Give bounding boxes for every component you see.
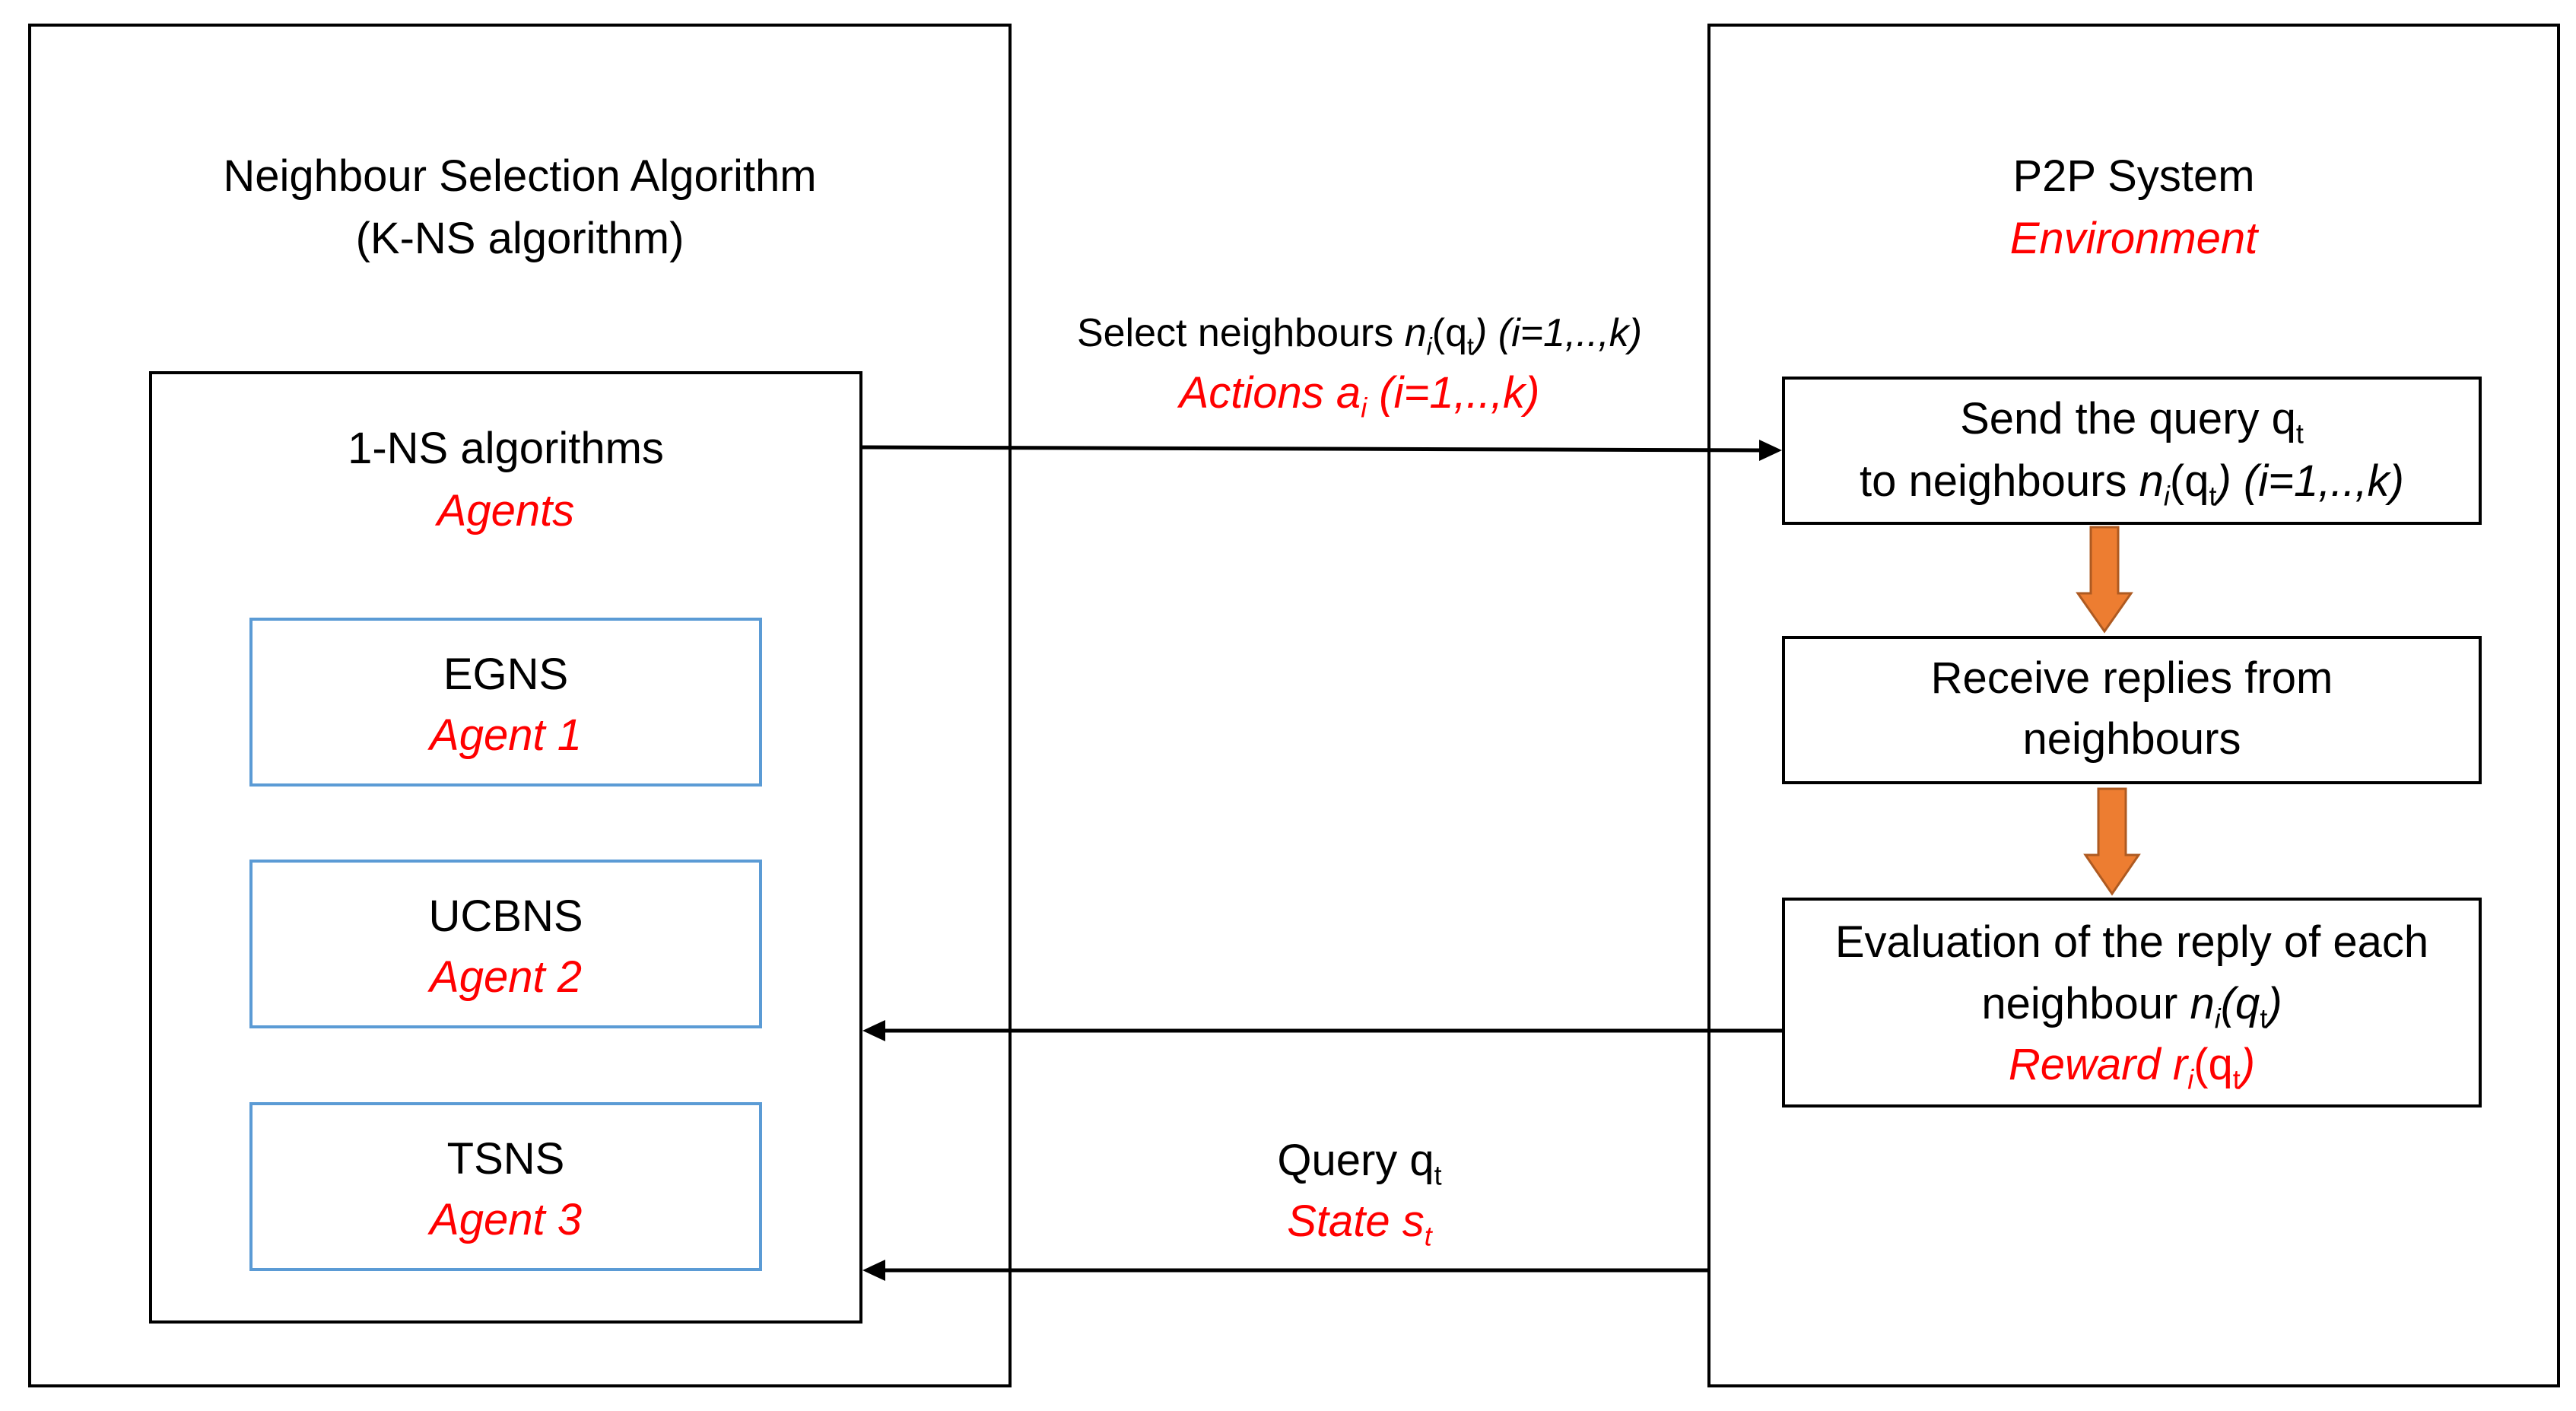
agent-1-name-text: EGNS bbox=[443, 650, 569, 699]
select-neighbours-label: Select neighbours ni(qt) (i=1,..,k) bbox=[1012, 311, 1707, 358]
right-panel-title-text: P2P System bbox=[2012, 151, 2255, 201]
evaluation-n: n bbox=[2190, 979, 2215, 1028]
agent-1-name: EGNS bbox=[249, 653, 762, 697]
state-label: State st bbox=[1012, 1200, 1707, 1251]
agent-3-label: Agent 3 bbox=[249, 1198, 762, 1242]
right-panel-subtitle: Environment bbox=[1707, 217, 2560, 261]
actions-prefix: Actions bbox=[1179, 368, 1336, 418]
right-panel-title: P2P System bbox=[1707, 154, 2560, 199]
send-query-subscript: t bbox=[2295, 418, 2304, 450]
send-query-q: (q bbox=[2169, 456, 2209, 506]
left-panel-title-line1: Neighbour Selection Algorithm bbox=[223, 151, 817, 201]
send-query-prefix: to neighbours bbox=[1860, 456, 2139, 506]
evaluation-q: (q bbox=[2220, 979, 2260, 1028]
right-panel-subtitle-text: Environment bbox=[2009, 214, 2258, 263]
agent-2-label: Agent 2 bbox=[249, 955, 762, 999]
reward-r-sub: i bbox=[2187, 1063, 2194, 1095]
agents-box-subtitle: Agents bbox=[149, 489, 862, 533]
agents-box-subtitle-text: Agents bbox=[437, 486, 575, 535]
select-range: (i=1,..,k) bbox=[1487, 311, 1643, 355]
actions-arrow bbox=[862, 440, 1782, 461]
reward-prefix: Reward bbox=[2008, 1040, 2173, 1089]
agents-box-title-text: 1-NS algorithms bbox=[348, 424, 664, 473]
send-query-q-sub: t bbox=[2209, 480, 2217, 512]
receive-replies-text2: neighbours bbox=[2022, 714, 2241, 764]
reward-arrow bbox=[862, 1020, 1782, 1041]
evaluation-n-sub: i bbox=[2214, 1003, 2221, 1034]
send-query-line2: to neighbours ni(qt) (i=1,..,k) bbox=[1782, 456, 2482, 510]
reward-q-sub: t bbox=[2232, 1063, 2241, 1095]
select-q-sub: t bbox=[1467, 332, 1474, 361]
evaluation-q-sub: t bbox=[2260, 1003, 2268, 1034]
evaluation-prefix: neighbour bbox=[1981, 979, 2190, 1028]
select-n-sub: i bbox=[1426, 332, 1432, 361]
select-n: n bbox=[1404, 311, 1427, 355]
agent-1-label-text: Agent 1 bbox=[430, 710, 582, 760]
flow-arrow-2 bbox=[2083, 787, 2141, 896]
actions-range: (i=1,..,k) bbox=[1367, 368, 1540, 418]
agent-1-label: Agent 1 bbox=[249, 713, 762, 758]
agent-box-1 bbox=[249, 618, 762, 787]
agents-box-title: 1-NS algorithms bbox=[149, 427, 862, 471]
actions-label: Actions ai (i=1,..,k) bbox=[1012, 368, 1707, 422]
reward-q: (q bbox=[2193, 1040, 2233, 1089]
agent-3-name-text: TSNS bbox=[446, 1134, 565, 1184]
evaluation-box bbox=[1782, 898, 2482, 1108]
agent-2-name: UCBNS bbox=[249, 895, 762, 939]
reward-r: r bbox=[2172, 1040, 2188, 1089]
agent-3-name: TSNS bbox=[249, 1137, 762, 1181]
evaluation-line3: Reward ri(qt) bbox=[1782, 1040, 2482, 1094]
send-query-line1: Send the query qt bbox=[1782, 394, 2482, 448]
receive-replies-line2: neighbours bbox=[1782, 717, 2482, 761]
select-q: (q bbox=[1431, 311, 1468, 355]
actions-a: a bbox=[1336, 368, 1361, 418]
evaluation-line1: Evaluation of the reply of each bbox=[1782, 920, 2482, 965]
state-sub: t bbox=[1424, 1220, 1432, 1252]
receive-replies-text1: Receive replies from bbox=[1930, 653, 2333, 703]
reward-close: ) bbox=[2240, 1040, 2256, 1089]
query-text: Query q bbox=[1277, 1136, 1434, 1185]
agent-2-label-text: Agent 2 bbox=[430, 952, 582, 1002]
send-query-n: n bbox=[2139, 456, 2164, 506]
send-query-close: ) bbox=[2216, 456, 2231, 506]
left-panel-title-line2: (K-NS algorithm) bbox=[355, 214, 684, 263]
agent-box-3 bbox=[249, 1102, 762, 1271]
select-close: ) bbox=[1474, 311, 1488, 355]
send-query-box bbox=[1782, 377, 2482, 525]
left-panel-subtitle: (K-NS algorithm) bbox=[28, 217, 1012, 261]
evaluation-text1: Evaluation of the reply of each bbox=[1834, 917, 2429, 967]
receive-replies-line1: Receive replies from bbox=[1782, 656, 2482, 701]
left-panel-title: Neighbour Selection Algorithm bbox=[28, 154, 1012, 199]
query-sub: t bbox=[1434, 1159, 1442, 1191]
evaluation-close: ) bbox=[2267, 979, 2282, 1028]
send-query-range: (i=1,..,k) bbox=[2231, 456, 2404, 506]
receive-replies-box bbox=[1782, 636, 2482, 784]
flow-arrow-1 bbox=[2076, 526, 2133, 634]
send-query-n-sub: i bbox=[2163, 480, 2170, 512]
agent-box-2 bbox=[249, 860, 762, 1028]
state-text: State s bbox=[1287, 1196, 1425, 1246]
select-prefix: Select neighbours bbox=[1076, 311, 1405, 355]
send-query-text: Send the query q bbox=[1960, 394, 2296, 443]
evaluation-line2: neighbour ni(qt) bbox=[1782, 979, 2482, 1033]
actions-a-sub: i bbox=[1361, 392, 1367, 424]
state-arrow bbox=[862, 1260, 1707, 1281]
query-label: Query qt bbox=[1012, 1136, 1707, 1190]
agent-3-label-text: Agent 3 bbox=[430, 1195, 582, 1244]
agent-2-name-text: UCBNS bbox=[428, 891, 583, 941]
